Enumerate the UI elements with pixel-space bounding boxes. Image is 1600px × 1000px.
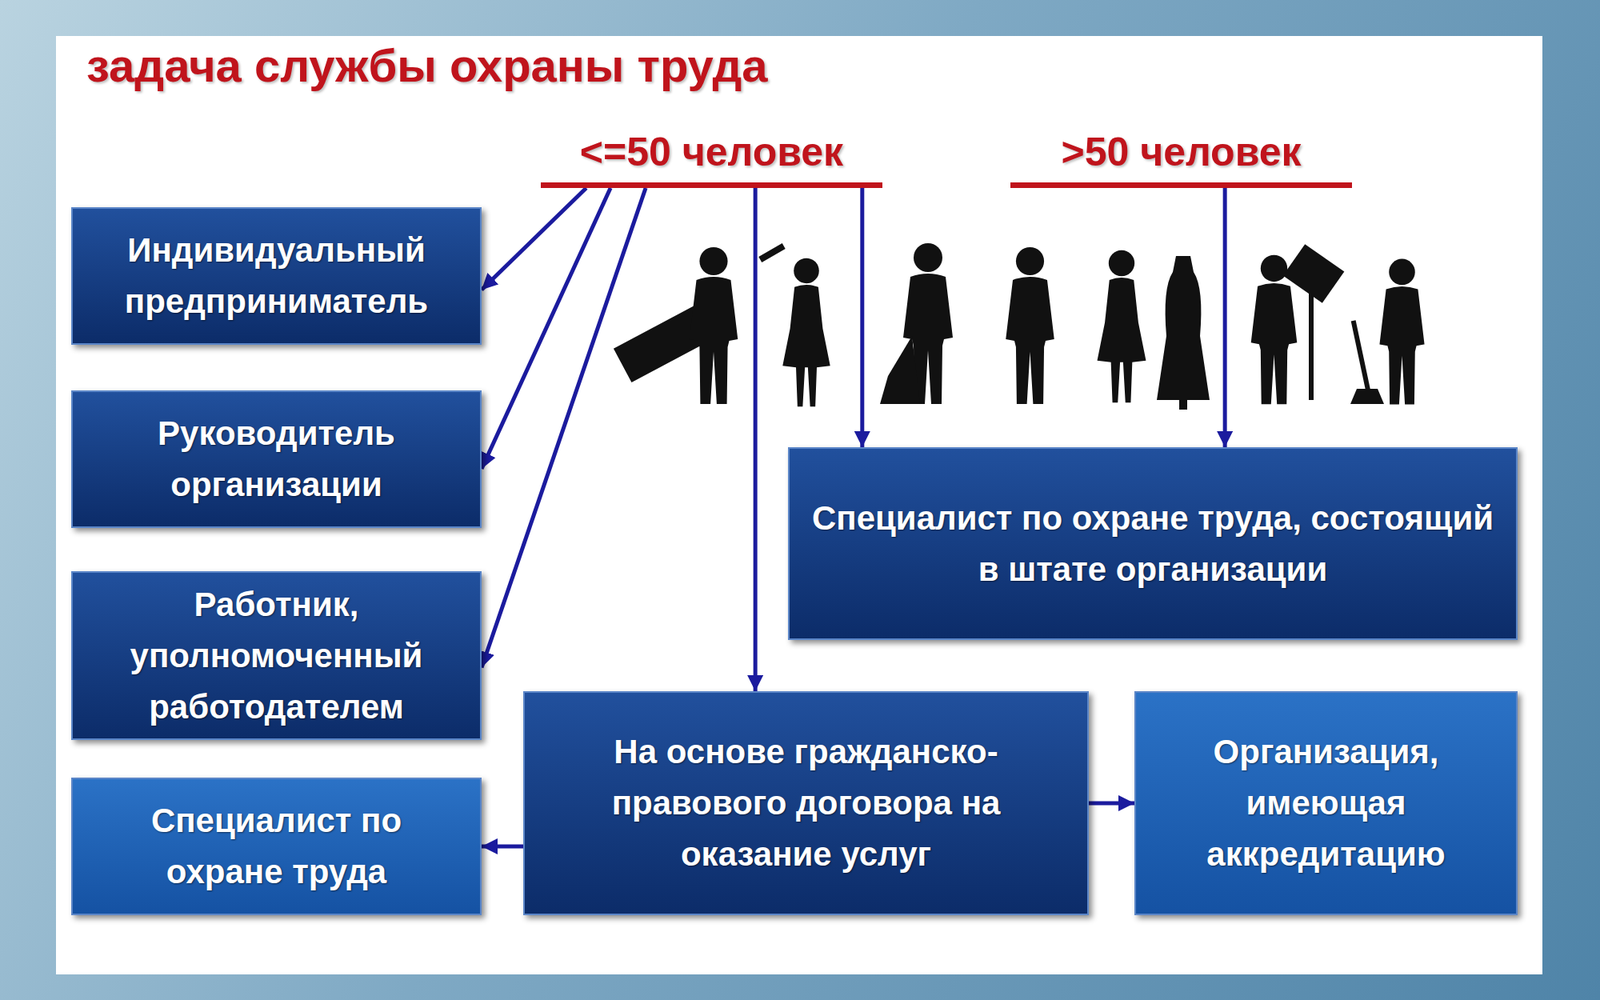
role-box: Индивидуальный предприниматель bbox=[71, 207, 482, 345]
node-text: Руководитель организации bbox=[90, 408, 463, 511]
arrow-connector bbox=[1088, 801, 1135, 806]
seamstress-silhouette bbox=[1097, 250, 1147, 403]
arrow-connector bbox=[481, 188, 646, 668]
diagram-title: задача службы охраны труда bbox=[86, 38, 768, 92]
group-header: <=50 человек bbox=[540, 128, 883, 188]
node-text: На основе гражданско-правового договора … bbox=[542, 726, 1070, 880]
arrow-connector bbox=[1223, 188, 1228, 448]
broom-head bbox=[1350, 388, 1384, 404]
node-text: Специалист по охране труда, состоящий в … bbox=[807, 492, 1499, 596]
arrow-connector bbox=[753, 188, 758, 692]
sign-pole bbox=[1308, 288, 1314, 400]
node-text: Работник, уполномоченный работодателем bbox=[90, 579, 463, 732]
bag bbox=[880, 336, 920, 404]
arrow-connector bbox=[860, 188, 864, 448]
node-text: >50 человек bbox=[1060, 129, 1301, 175]
node-text: Организация, имеющая аккредитацию bbox=[1153, 726, 1499, 880]
contract-box: На основе гражданско-правового договора … bbox=[523, 691, 1089, 916]
role-box: Специалист по охране труда, состоящий в … bbox=[788, 447, 1518, 640]
builder-silhouette bbox=[1005, 247, 1055, 404]
node-text: Индивидуальный предприниматель bbox=[90, 224, 463, 328]
paint-roller bbox=[758, 243, 785, 263]
role-box: Руководитель организации bbox=[71, 390, 482, 528]
role-box: Специалист по охране труда bbox=[71, 777, 482, 916]
painter-silhouette bbox=[782, 258, 830, 408]
role-box: Работник, уполномоченный работодателем bbox=[71, 571, 482, 740]
group-header: >50 человек bbox=[1010, 128, 1352, 188]
role-box: Организация, имеющая аккредитацию bbox=[1134, 691, 1518, 916]
silhouettes bbox=[613, 243, 1425, 410]
janitor-silhouette bbox=[1379, 259, 1424, 405]
mannequin-stand bbox=[1179, 400, 1188, 410]
worker-silhouette bbox=[689, 247, 739, 404]
mannequin bbox=[1156, 256, 1210, 400]
broom-handle bbox=[1351, 320, 1372, 392]
node-text: Специалист по охране труда bbox=[90, 795, 463, 898]
arrow-connector bbox=[481, 844, 524, 849]
node-text: <=50 человек bbox=[580, 129, 844, 175]
arrow-connector bbox=[481, 188, 611, 469]
